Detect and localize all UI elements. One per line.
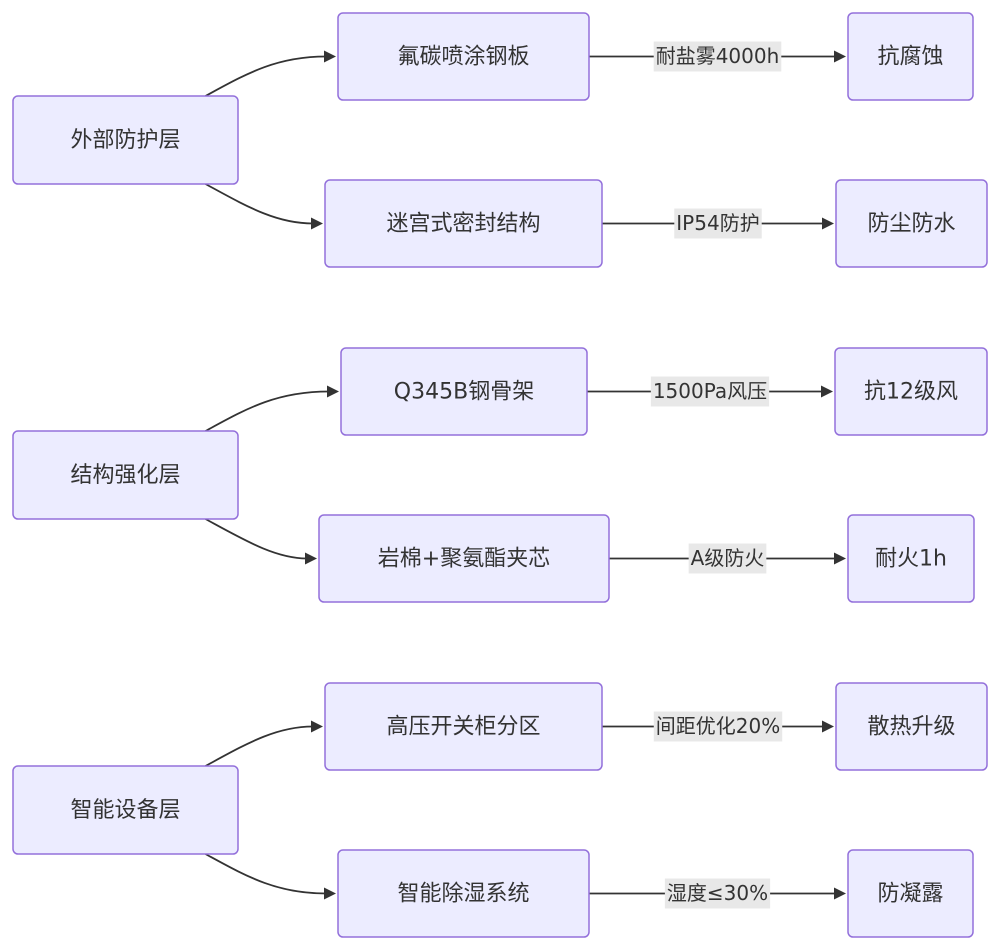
edge-label-text: 耐盐雾4000h (656, 44, 780, 68)
arrow-head-icon (834, 887, 846, 900)
edge-label: IP54防护 (674, 208, 762, 239)
result-node-box (847, 12, 974, 101)
arrow-head-icon (834, 50, 846, 63)
arrow-head-icon (821, 385, 833, 398)
component-node-label: 高压开关柜分区 (386, 715, 540, 740)
edge-label-background (674, 208, 762, 239)
component-node-label: 氟碳喷涂钢板 (397, 45, 529, 70)
component-node: 高压开关柜分区 (324, 682, 603, 771)
component-node-label: 智能除湿系统 (397, 882, 529, 907)
layer-node-structure-label: 结构强化层 (70, 463, 180, 488)
result-node: 防凝露 (847, 849, 974, 938)
arrow-head-icon (324, 50, 336, 63)
result-node-box (835, 682, 988, 771)
result-node-box (834, 347, 988, 436)
component-node-label: 岩棉+聚氨酯夹芯 (378, 547, 550, 572)
arrow-head-icon (822, 217, 834, 230)
result-node-label: 抗腐蚀 (877, 45, 943, 70)
component-node-box (318, 514, 610, 603)
edge-label: 间距优化20% (653, 711, 783, 742)
edge-label-text: 间距优化20% (656, 714, 780, 738)
edge-layer-to-component (205, 55, 327, 97)
edges-layer (205, 50, 846, 900)
arrow-head-icon (324, 887, 336, 900)
component-node: 智能除湿系统 (337, 849, 590, 938)
result-node: 抗腐蚀 (847, 12, 974, 101)
layer-node-outer-label: 外部防护层 (70, 128, 180, 153)
edge-label: 耐盐雾4000h (653, 41, 782, 72)
arrow-head-icon (327, 385, 339, 398)
edge-label-text: IP54防护 (676, 211, 759, 235)
component-node: Q345B钢骨架 (340, 347, 588, 436)
component-node: 迷宫式密封结构 (324, 179, 603, 268)
layer-node-smart-box (12, 765, 239, 855)
result-node-box (847, 514, 975, 603)
component-node-box (324, 682, 603, 771)
layer-node-structure: 结构强化层 (12, 430, 239, 520)
arrow-head-icon (311, 217, 323, 230)
arrow-head-icon (311, 720, 323, 733)
result-node-label: 防凝露 (877, 882, 943, 907)
edge-label: A级防火 (688, 543, 767, 574)
result-node: 防尘防水 (835, 179, 988, 268)
layer-node-smart-label: 智能设备层 (70, 798, 180, 823)
edge-label-background (664, 878, 771, 909)
layer-node-structure-box (12, 430, 239, 520)
result-node-box (847, 849, 974, 938)
component-node: 岩棉+聚氨酯夹芯 (318, 514, 610, 603)
result-node-box (835, 179, 988, 268)
edge-layer-to-component (205, 390, 330, 432)
result-node-label: 散热升级 (867, 715, 955, 740)
component-node: 氟碳喷涂钢板 (337, 12, 590, 101)
result-node: 抗12级风 (834, 347, 988, 436)
component-node-label: 迷宫式密封结构 (386, 212, 540, 237)
edge-layer-to-component (205, 725, 314, 767)
edge-label: 湿度≤30% (664, 878, 771, 909)
layer-node-outer: 外部防护层 (12, 95, 239, 185)
edge-layer-to-component (205, 518, 308, 560)
edge-label: 1500Pa风压 (650, 376, 770, 407)
edge-label-background (653, 41, 782, 72)
component-node-box (324, 179, 603, 268)
edge-label-background (650, 376, 770, 407)
result-node-label: 防尘防水 (867, 212, 955, 237)
component-node-box (337, 849, 590, 938)
layer-node-outer-box (12, 95, 239, 185)
result-node-label: 抗12级风 (864, 380, 958, 405)
edge-label-text: 1500Pa风压 (653, 379, 767, 403)
edge-label-text: 湿度≤30% (667, 881, 768, 905)
edge-layer-to-component (205, 853, 327, 895)
arrow-head-icon (834, 552, 846, 565)
result-node-label: 耐火1h (875, 547, 947, 572)
edge-label-text: A级防火 (691, 546, 765, 570)
edge-label-background (688, 543, 767, 574)
component-node-label: Q345B钢骨架 (394, 380, 534, 405)
result-node: 散热升级 (835, 682, 988, 771)
edge-layer-to-component (205, 183, 314, 225)
component-node-box (340, 347, 588, 436)
result-node: 耐火1h (847, 514, 975, 603)
layer-node-smart: 智能设备层 (12, 765, 239, 855)
arrow-head-icon (305, 552, 317, 565)
edge-label-background (653, 711, 783, 742)
arrow-head-icon (822, 720, 834, 733)
component-node-box (337, 12, 590, 101)
